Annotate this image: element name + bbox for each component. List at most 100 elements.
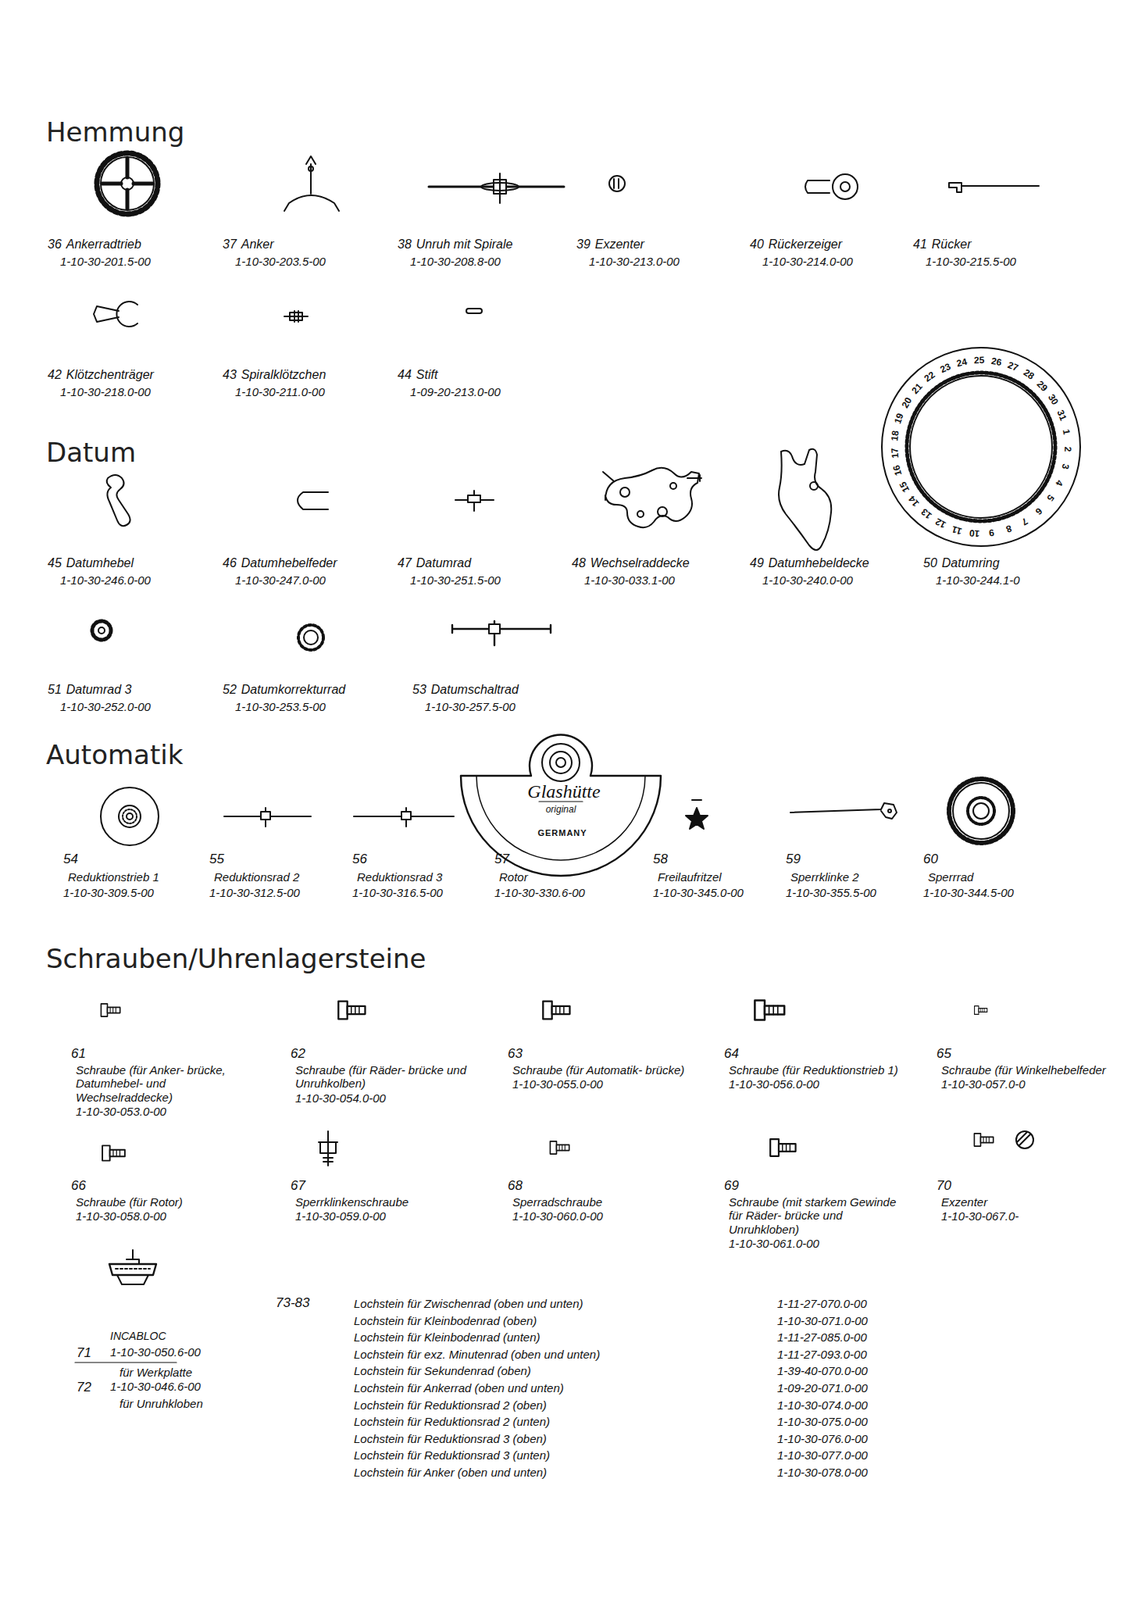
part-number: 1-10-30-211.0-00	[235, 385, 325, 399]
part-number: 1-10-30-244.1-0	[935, 573, 1021, 587]
part-description: Schraube (für Reduktionstrieb 1)	[728, 1063, 913, 1077]
callout-number: 59	[785, 851, 801, 867]
jewel-description: Lochstein für Reduktionsrad 2 (oben)	[353, 1398, 547, 1412]
date-number: 14	[906, 493, 922, 509]
part-number: 1-11-27-085.0-00	[777, 1330, 867, 1344]
part-number: 1-10-30-061.0-00	[728, 1236, 820, 1250]
part-number: 1-10-30-050.6-00	[110, 1345, 201, 1359]
callout-number: 57	[494, 851, 510, 867]
callout-number: 67	[290, 1177, 306, 1194]
part-name: Datumkorrekturrad	[241, 682, 346, 697]
callout-number: 40	[749, 237, 764, 252]
date-number: 11	[950, 522, 964, 536]
callout-number: 58	[652, 851, 668, 867]
part-number: 1-11-27-093.0-00	[777, 1347, 867, 1361]
part-name: Freilaufritzel	[657, 870, 722, 884]
part-number: 1-10-30-252.0-00	[60, 699, 151, 714]
part-name: Rotor	[499, 870, 529, 884]
part-number: 1-10-30-251.5-00	[410, 573, 501, 587]
part-number: 1-10-30-075.0-00	[777, 1414, 868, 1428]
date-number: 9	[988, 526, 995, 539]
ratchet-wheel	[949, 778, 1014, 843]
screw-icons	[100, 999, 993, 1160]
callout-number: 73-83	[275, 1295, 310, 1311]
date-number: 25	[974, 355, 985, 367]
date-wheel	[455, 490, 494, 511]
part-name: Reduktionsrad 3	[356, 870, 443, 884]
part-number: 1-10-30-257.5-00	[424, 699, 516, 714]
date-number: 17	[889, 447, 902, 459]
callout-number: 64	[724, 1045, 739, 1062]
date-number: 19	[892, 412, 907, 426]
part-description: Sperradschraube	[512, 1195, 696, 1209]
part-name: Reduktionstrieb 1	[67, 870, 160, 884]
callout-number: 43	[222, 367, 237, 382]
part-number: 1-10-30-316.5-00	[352, 885, 443, 900]
part-number: 1-10-30-309.5-00	[63, 885, 154, 900]
section-heading: Schrauben/Uhrenlagersteine	[46, 943, 426, 975]
part-description: Schraube (für Automatik- brücke)	[512, 1063, 696, 1077]
part-description: Schraube (für Räder- brücke und Unruhkol…	[295, 1063, 479, 1091]
jewel-description: Lochstein für Kleinbodenrad (unten)	[353, 1330, 541, 1344]
rotor	[460, 734, 661, 876]
jewel-description: Lochstein für Zwischenrad (oben und unte…	[353, 1296, 584, 1310]
pin	[466, 308, 482, 314]
date-number: 5	[1044, 492, 1057, 504]
jewel-description: Lochstein für Kleinbodenrad (oben)	[353, 1313, 537, 1328]
callout-number: 47	[397, 556, 412, 571]
eccentric	[609, 175, 625, 192]
part-number: 1-10-30-076.0-00	[777, 1431, 868, 1445]
regulator	[949, 182, 1039, 193]
part-number: 1-10-30-208.8-00	[410, 254, 501, 268]
section-heading: Datum	[46, 437, 136, 468]
date-number: 16	[891, 463, 906, 478]
callout-number: 65	[936, 1045, 952, 1062]
callout-number: 50	[923, 556, 938, 571]
part-number: 1-10-30-218.0-00	[60, 385, 151, 399]
jewel-description: Lochstein für exz. Minutenrad (oben und …	[353, 1347, 600, 1361]
part-name: Datumrad 3	[66, 682, 133, 697]
reduction-pinion	[100, 787, 159, 846]
callout-number: 37	[222, 237, 237, 252]
part-number: 1-10-30-060.0-00	[512, 1209, 603, 1223]
date-number: 29	[1034, 378, 1049, 394]
jewel-description: Lochstein für Sekundenrad (oben)	[353, 1363, 532, 1378]
part-name: Rücker	[931, 237, 972, 252]
part-description: Sperrklinkenschraube	[295, 1195, 479, 1209]
part-number: 1-10-30-071.0-00	[777, 1313, 868, 1328]
date-number: 24	[955, 356, 968, 370]
part-number: 1-10-30-033.1-00	[584, 573, 675, 587]
callout-number: 48	[571, 556, 586, 571]
part-number: 1-10-30-078.0-00	[777, 1465, 868, 1479]
part-name: Datumhebelfeder	[241, 556, 338, 571]
callout-number: 55	[209, 851, 225, 867]
part-number: 1-10-30-056.0-00	[728, 1077, 820, 1091]
part-name: Reduktionsrad 2	[214, 870, 300, 884]
part-number: 1-10-30-074.0-00	[777, 1398, 868, 1412]
balance-wheel	[428, 173, 564, 204]
part-description: für Werkplatte	[119, 1365, 193, 1379]
section-heading: Automatik	[46, 739, 183, 771]
callout-number: 53	[412, 682, 427, 697]
part-number: 1-10-30-201.5-00	[60, 254, 151, 268]
part-description: Schraube (für Winkelhebelfeder	[941, 1063, 1117, 1077]
part-name: Sperrklinke 2	[790, 870, 860, 884]
date-number: 18	[889, 429, 902, 442]
part-number: 1-10-30-058.0-00	[75, 1209, 167, 1223]
date-ring	[881, 347, 1081, 546]
rotor-inscription: Glashütte	[527, 781, 600, 803]
callout-number: 70	[936, 1177, 952, 1194]
part-name: Exzenter	[595, 237, 645, 252]
date-number: 27	[1006, 360, 1021, 375]
regulator-index	[805, 174, 858, 200]
callout-number: 54	[63, 851, 79, 867]
part-number: 1-10-30-213.0-00	[588, 254, 680, 268]
part-number: 1-10-30-345.0-00	[652, 885, 744, 900]
stud-carrier	[93, 301, 138, 327]
part-number: 1-10-30-057.0-0	[941, 1077, 1026, 1091]
part-number: 1-10-30-312.5-00	[209, 885, 300, 900]
pallet-fork	[284, 156, 339, 211]
part-name: Datumrad	[416, 556, 471, 571]
callout-number: 46	[222, 556, 237, 571]
part-name: Ankerradtrieb	[66, 237, 142, 252]
